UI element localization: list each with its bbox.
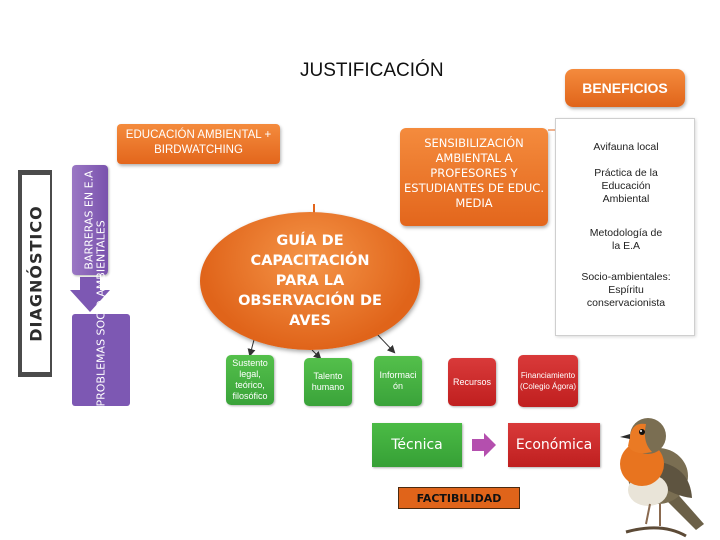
line-guia-talento bbox=[311, 349, 322, 360]
benefit-item: Avifauna local bbox=[593, 141, 659, 153]
talento-text: Talento humano bbox=[311, 371, 345, 392]
benefit-item: Práctica de la Educación Ambiental bbox=[594, 167, 658, 205]
sensibilizacion-box: SENSIBILIZACIÓN AMBIENTAL A PROFESORES Y… bbox=[400, 128, 548, 226]
problemas-box: PROBLEMAS SOCIO AMBIENTALES bbox=[72, 219, 130, 406]
diagnostico-text: DIAGNÓSTICO bbox=[26, 205, 46, 342]
problemas-text: PROBLEMAS SOCIO AMBIENTALES bbox=[94, 219, 108, 406]
educacion-ambiental-box: EDUCACIÓN AMBIENTAL + BIRDWATCHING bbox=[117, 124, 280, 164]
beneficios-box: BENEFICIOS bbox=[565, 69, 685, 107]
page-title: JUSTIFICACIÓN bbox=[300, 60, 444, 81]
recursos-box: Recursos bbox=[448, 358, 496, 406]
talento-box: Talento humano bbox=[304, 358, 352, 406]
benefit-item: Socio-ambientales: Espíritu conservacion… bbox=[581, 271, 671, 309]
factibilidad-box: FACTIBILIDAD bbox=[398, 487, 520, 509]
benefit-item: Metodología de la E.A bbox=[589, 227, 663, 252]
sustento-box: Sustento legal, teórico, filosófico bbox=[226, 355, 274, 405]
informacion-text: Informaci ón bbox=[379, 370, 417, 391]
arrow-tecnica-economica bbox=[472, 433, 496, 457]
diagnostico-label: DIAGNÓSTICO bbox=[22, 175, 50, 372]
financiamiento-text: Financiamiento (Colegio Ágora) bbox=[519, 371, 577, 391]
robin-bird-illustration bbox=[620, 418, 704, 538]
informacion-box: Informaci ón bbox=[374, 356, 422, 406]
line-guia-informacion bbox=[374, 331, 396, 354]
sustento-text: Sustento legal, teórico, filosófico bbox=[232, 358, 268, 401]
guia-ellipse: GUÍA DE CAPACITACIÓN PARA LA OBSERVACIÓN… bbox=[200, 212, 420, 350]
purple-down-arrow bbox=[70, 277, 110, 312]
financiamiento-box: Financiamiento (Colegio Ágora) bbox=[518, 355, 578, 407]
tecnica-box: Técnica bbox=[372, 423, 462, 467]
beneficios-list: Avifauna local Práctica de la Educación … bbox=[555, 118, 695, 336]
recursos-text: Recursos bbox=[452, 376, 491, 387]
diagnostico-strip bbox=[22, 175, 50, 372]
guia-text: GUÍA DE CAPACITACIÓN PARA LA OBSERVACIÓN… bbox=[238, 233, 382, 329]
barreras-box: BARRERAS EN E.A bbox=[72, 165, 108, 275]
economica-box: Económica bbox=[508, 423, 600, 467]
